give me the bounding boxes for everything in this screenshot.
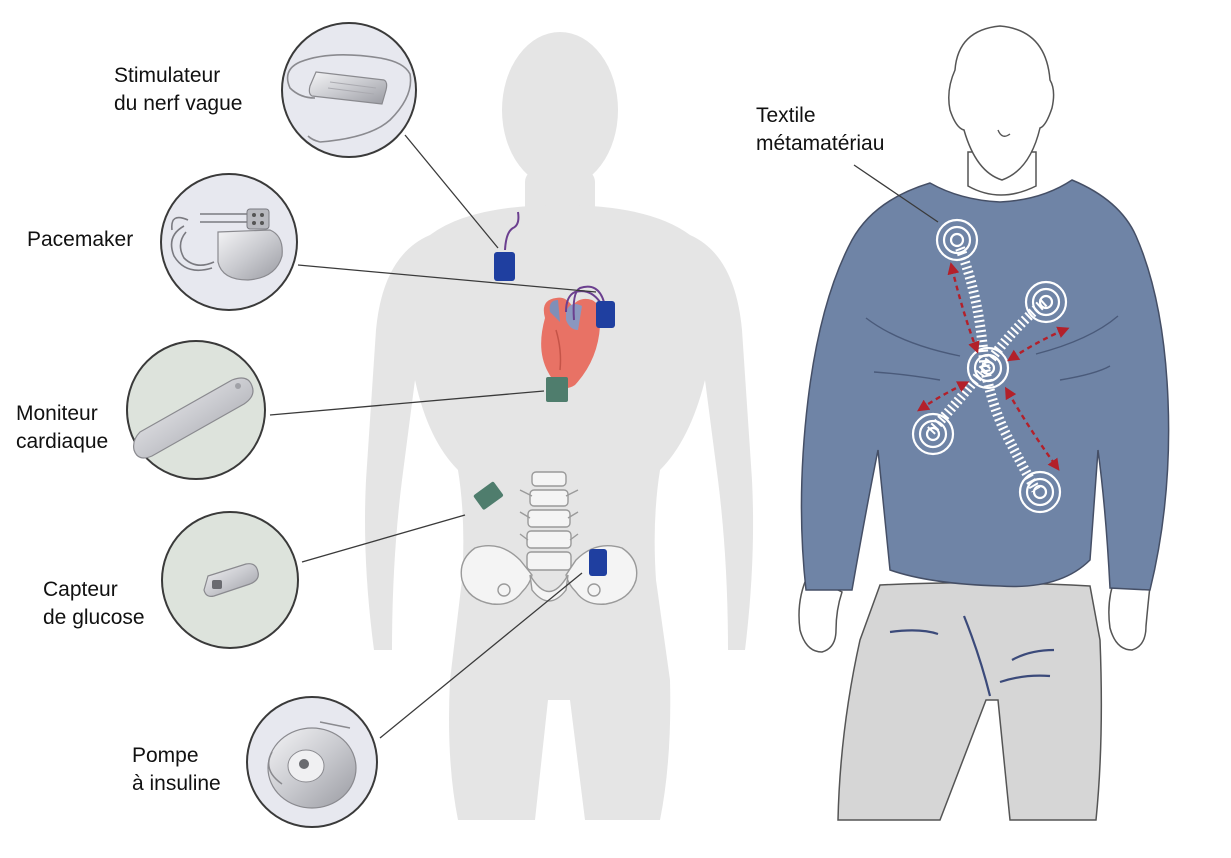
label-line: Pompe: [132, 744, 199, 767]
label-line: de glucose: [43, 606, 145, 629]
label-line: Capteur: [43, 578, 118, 601]
label-glucose-sensor: Capteur de glucose: [43, 576, 145, 632]
vagus-stimulator-circle: [281, 22, 417, 158]
label-line: Moniteur: [16, 402, 98, 425]
label-line: métamatériau: [756, 132, 885, 155]
label-line: Pacemaker: [27, 228, 134, 251]
glucose-sensor-circle: [161, 511, 299, 649]
sensor-node: [911, 412, 955, 456]
label-vagus-nerve-stimulator: Stimulateur du nerf vague: [114, 62, 242, 118]
heart: [541, 297, 601, 389]
label-line: Stimulateur: [114, 64, 221, 87]
label-metamaterial-textile: Textile métamatériau: [756, 102, 884, 158]
body-silhouette: [365, 32, 754, 820]
label-pacemaker: Pacemaker: [27, 226, 133, 254]
leader-lines: [269, 134, 597, 739]
pants: [837, 581, 1103, 821]
cardiac-monitor-implant: [546, 377, 568, 402]
pacemaker-circle: [160, 173, 298, 311]
label-cardiac-monitor: Moniteur cardiaque: [16, 400, 108, 456]
insulin-pump-implant: [589, 549, 607, 576]
signal-arrows: [917, 262, 1070, 471]
head: [948, 25, 1055, 181]
label-line: à insuline: [132, 772, 221, 795]
label-line: Textile: [756, 104, 816, 127]
vagus-stimulator-implant: [494, 252, 515, 281]
vagus-lead-wire: [504, 211, 520, 251]
label-insulin-pump: Pompe à insuline: [132, 742, 221, 798]
label-line: cardiaque: [16, 430, 109, 453]
sensor-node: [1018, 470, 1062, 514]
sensor-node: [966, 346, 1010, 390]
pacemaker-implant: [596, 301, 615, 328]
cardiac-monitor-circle: [126, 340, 266, 480]
sensor-node: [1024, 280, 1068, 324]
sensor-node: [935, 218, 979, 262]
insulin-pump-circle: [246, 696, 378, 828]
left-hand: [798, 573, 843, 653]
textile-person: [798, 25, 1170, 821]
label-line: du nerf vague: [114, 92, 243, 115]
textile-leader-line: [853, 164, 939, 223]
pacemaker-lead-wires: [565, 285, 605, 321]
glucose-sensor-implant: [473, 481, 504, 510]
right-hand: [1108, 574, 1151, 651]
shirt: [800, 179, 1170, 591]
